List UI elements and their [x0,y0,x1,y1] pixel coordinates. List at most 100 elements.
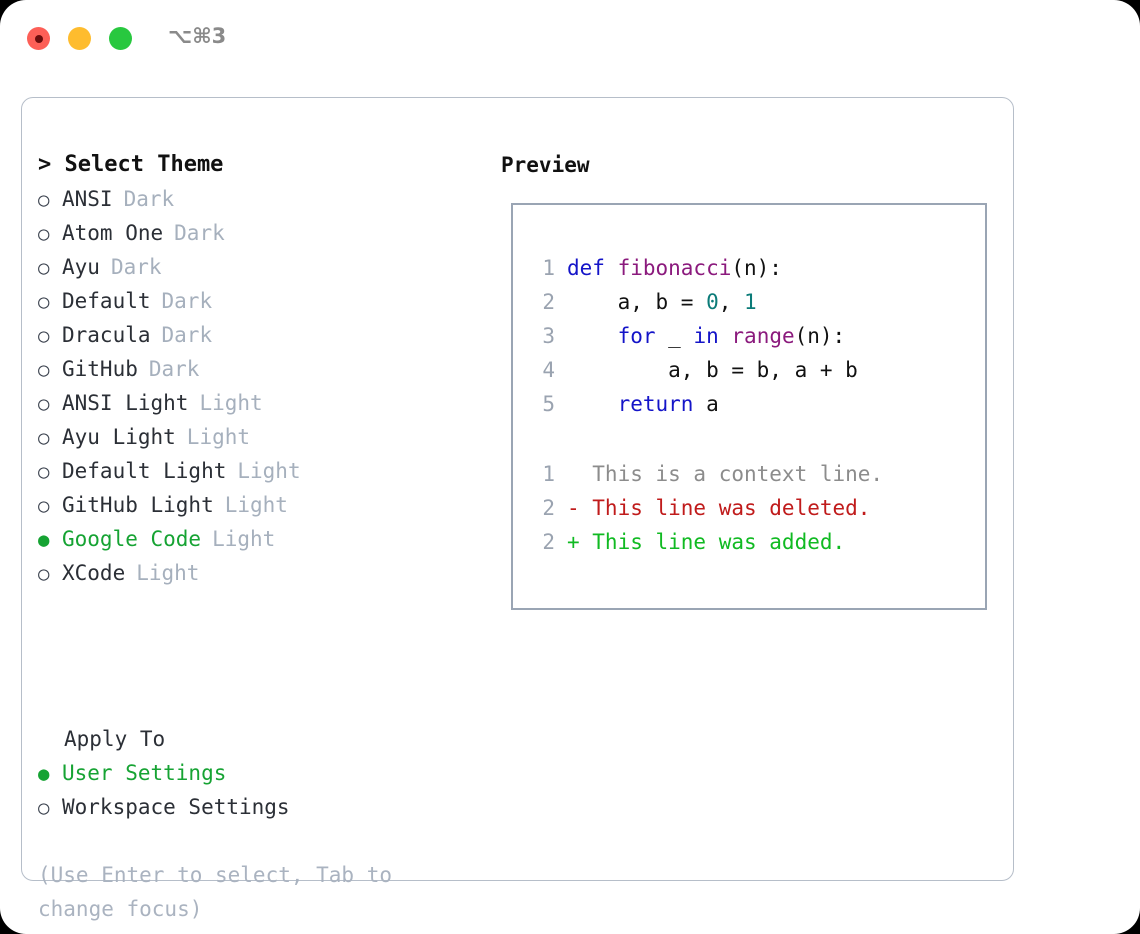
code-token: 1 [744,290,757,314]
theme-option-name: Default Light [62,459,227,483]
radio-unselected-icon[interactable]: ○ [38,223,50,245]
line-number: 5 [542,392,555,416]
code-token [567,392,618,416]
theme-option-name: XCode [62,561,126,585]
theme-option-name: Dracula [62,323,151,347]
radio-unselected-icon[interactable]: ○ [38,189,50,211]
diff-lines: 1 This is a context line. 2 - This line wa… [527,457,981,559]
radio-unselected-icon[interactable]: ○ [38,495,50,517]
code-token: (n): [794,324,846,348]
theme-option-name: GitHub [62,357,138,381]
theme-option-tag: Light [136,561,200,585]
radio-selected-icon[interactable]: ● [38,529,50,551]
code-line-text: a, b = 0, 1 [567,285,757,319]
radio-unselected-icon[interactable]: ○ [38,461,50,483]
theme-option[interactable]: ○ Atom One Dark [38,216,478,250]
theme-option-tag: Dark [161,289,213,313]
minimize-window-icon[interactable] [68,27,91,50]
code-token: a, b = [567,290,707,314]
line-number: 2 [542,530,555,554]
line-number: 3 [542,324,555,348]
code-token: fibonacci [617,256,732,280]
code-token: a [693,392,719,416]
code-token: return [617,392,694,416]
theme-option-name: Ayu Light [62,425,176,449]
line-number: 4 [542,358,555,382]
code-line: 2 a, b = 0, 1 [527,285,981,319]
line-number: 2 [542,290,555,314]
code-diff-spacer [527,421,981,457]
radio-unselected-icon[interactable]: ○ [38,325,50,347]
diff-line: 2 - This line was deleted. [527,491,981,525]
code-token: 0 [706,290,719,314]
close-window-icon[interactable] [27,27,50,50]
code-token [567,324,618,348]
preview-title: Preview [501,153,590,177]
apply-to-header: Apply To [64,727,166,751]
code-line: 3 for _ in range(n): [527,319,981,353]
theme-option[interactable]: ○ Default Dark [38,284,478,318]
title-bar: ⌥⌘3 [0,0,1140,76]
keyboard-shortcut-label: ⌥⌘3 [168,24,227,48]
theme-option-name: ANSI Light [62,391,189,415]
theme-option-name: Google Code [62,527,202,551]
theme-list-header: > Select Theme [38,152,224,177]
traffic-light-group [27,27,132,50]
code-line: 1 def fibonacci(n): [527,251,981,285]
theme-option[interactable]: ○ ANSI Light Light [38,386,478,420]
theme-option-name: Atom One [62,221,164,245]
theme-option-tag: Dark [174,221,225,245]
diff-line-text: This is a context line. [567,462,884,486]
radio-selected-icon[interactable]: ● [38,763,50,785]
theme-option-tag: Dark [148,357,200,381]
code-token: , [718,290,745,314]
radio-unselected-icon[interactable]: ○ [38,291,50,313]
apply-to-option[interactable]: ● User Settings [38,756,478,790]
radio-unselected-icon[interactable]: ○ [38,393,50,415]
theme-option-tag: Dark [110,255,162,279]
theme-option[interactable]: ○ XCode Light [38,556,478,590]
radio-unselected-icon[interactable]: ○ [38,359,50,381]
radio-unselected-icon[interactable]: ○ [38,797,50,819]
code-line-text: a, b = b, a + b [567,353,858,387]
radio-unselected-icon[interactable]: ○ [38,427,50,449]
apply-to-option-name: User Settings [62,761,227,785]
code-token: for [617,324,656,348]
radio-unselected-icon[interactable]: ○ [38,563,50,585]
line-number: 2 [542,496,555,520]
theme-option-tag: Light [212,527,276,551]
theme-option-tag: Dark [123,187,175,211]
code-line-text: return a [567,387,719,421]
line-number: 1 [542,256,555,280]
code-token [719,324,732,348]
theme-option[interactable]: ○ Ayu Light Light [38,420,478,454]
diff-line: 2 + This line was added. [527,525,981,559]
theme-option[interactable]: ● Google Code Light [38,522,478,556]
diff-line-text: - This line was deleted. [567,496,871,520]
theme-option-name: Default [62,289,151,313]
diff-line: 1 This is a context line. [527,457,981,491]
code-token: (n): [731,256,782,280]
theme-option-tag: Light [199,391,263,415]
apply-to-section: Apply To ● User Settings ○ Workspace Settin… [38,722,478,824]
keyboard-hint-text: (Use Enter to select, Tab to change focu… [38,863,405,921]
apply-to-option-name: Workspace Settings [62,795,290,819]
code-line-text: def fibonacci(n): [567,251,782,285]
theme-option-tag: Light [186,425,251,449]
apply-to-option[interactable]: ○ Workspace Settings [38,790,478,824]
diff-line-text: + This line was added. [567,530,846,554]
code-token: def [567,256,618,280]
theme-option[interactable]: ○ GitHub Dark [38,352,478,386]
radio-unselected-icon[interactable]: ○ [38,257,50,279]
maximize-window-icon[interactable] [109,27,132,50]
